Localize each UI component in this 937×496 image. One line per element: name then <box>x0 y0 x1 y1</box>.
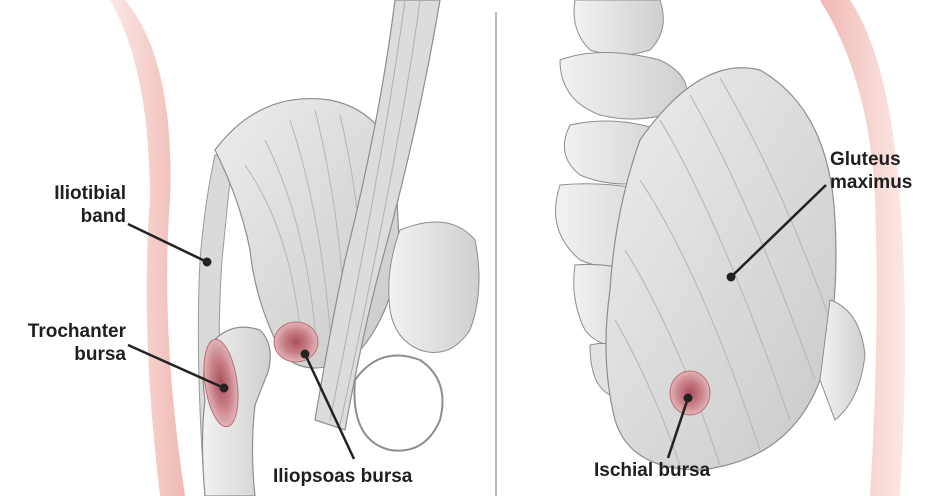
label-gluteus-maximus: Gluteus maximus <box>830 148 912 194</box>
ischial-bursa-shape <box>670 371 710 415</box>
hip-back-view <box>556 0 906 496</box>
iliopsoas-bursa-shape <box>274 322 318 362</box>
label-iliotibial-band-line2: band <box>18 205 126 228</box>
label-trochanter-bursa: Trochanter bursa <box>4 320 126 366</box>
label-ischial-bursa: Ischial bursa <box>594 459 710 482</box>
label-trochanter-bursa-line2: bursa <box>4 343 126 366</box>
obturator-foramen <box>354 356 442 451</box>
label-iliotibial-band-line1: Iliotibial <box>18 182 126 205</box>
pubis-bone <box>389 222 479 353</box>
label-gluteus-maximus-line2: maximus <box>830 171 912 194</box>
label-gluteus-maximus-line1: Gluteus <box>830 148 912 171</box>
label-iliotibial-band: Iliotibial band <box>18 182 126 228</box>
hip-front-view <box>110 0 479 496</box>
skin-outline-left <box>110 0 185 496</box>
label-iliopsoas-bursa: Iliopsoas bursa <box>273 465 412 488</box>
label-trochanter-bursa-line1: Trochanter <box>4 320 126 343</box>
